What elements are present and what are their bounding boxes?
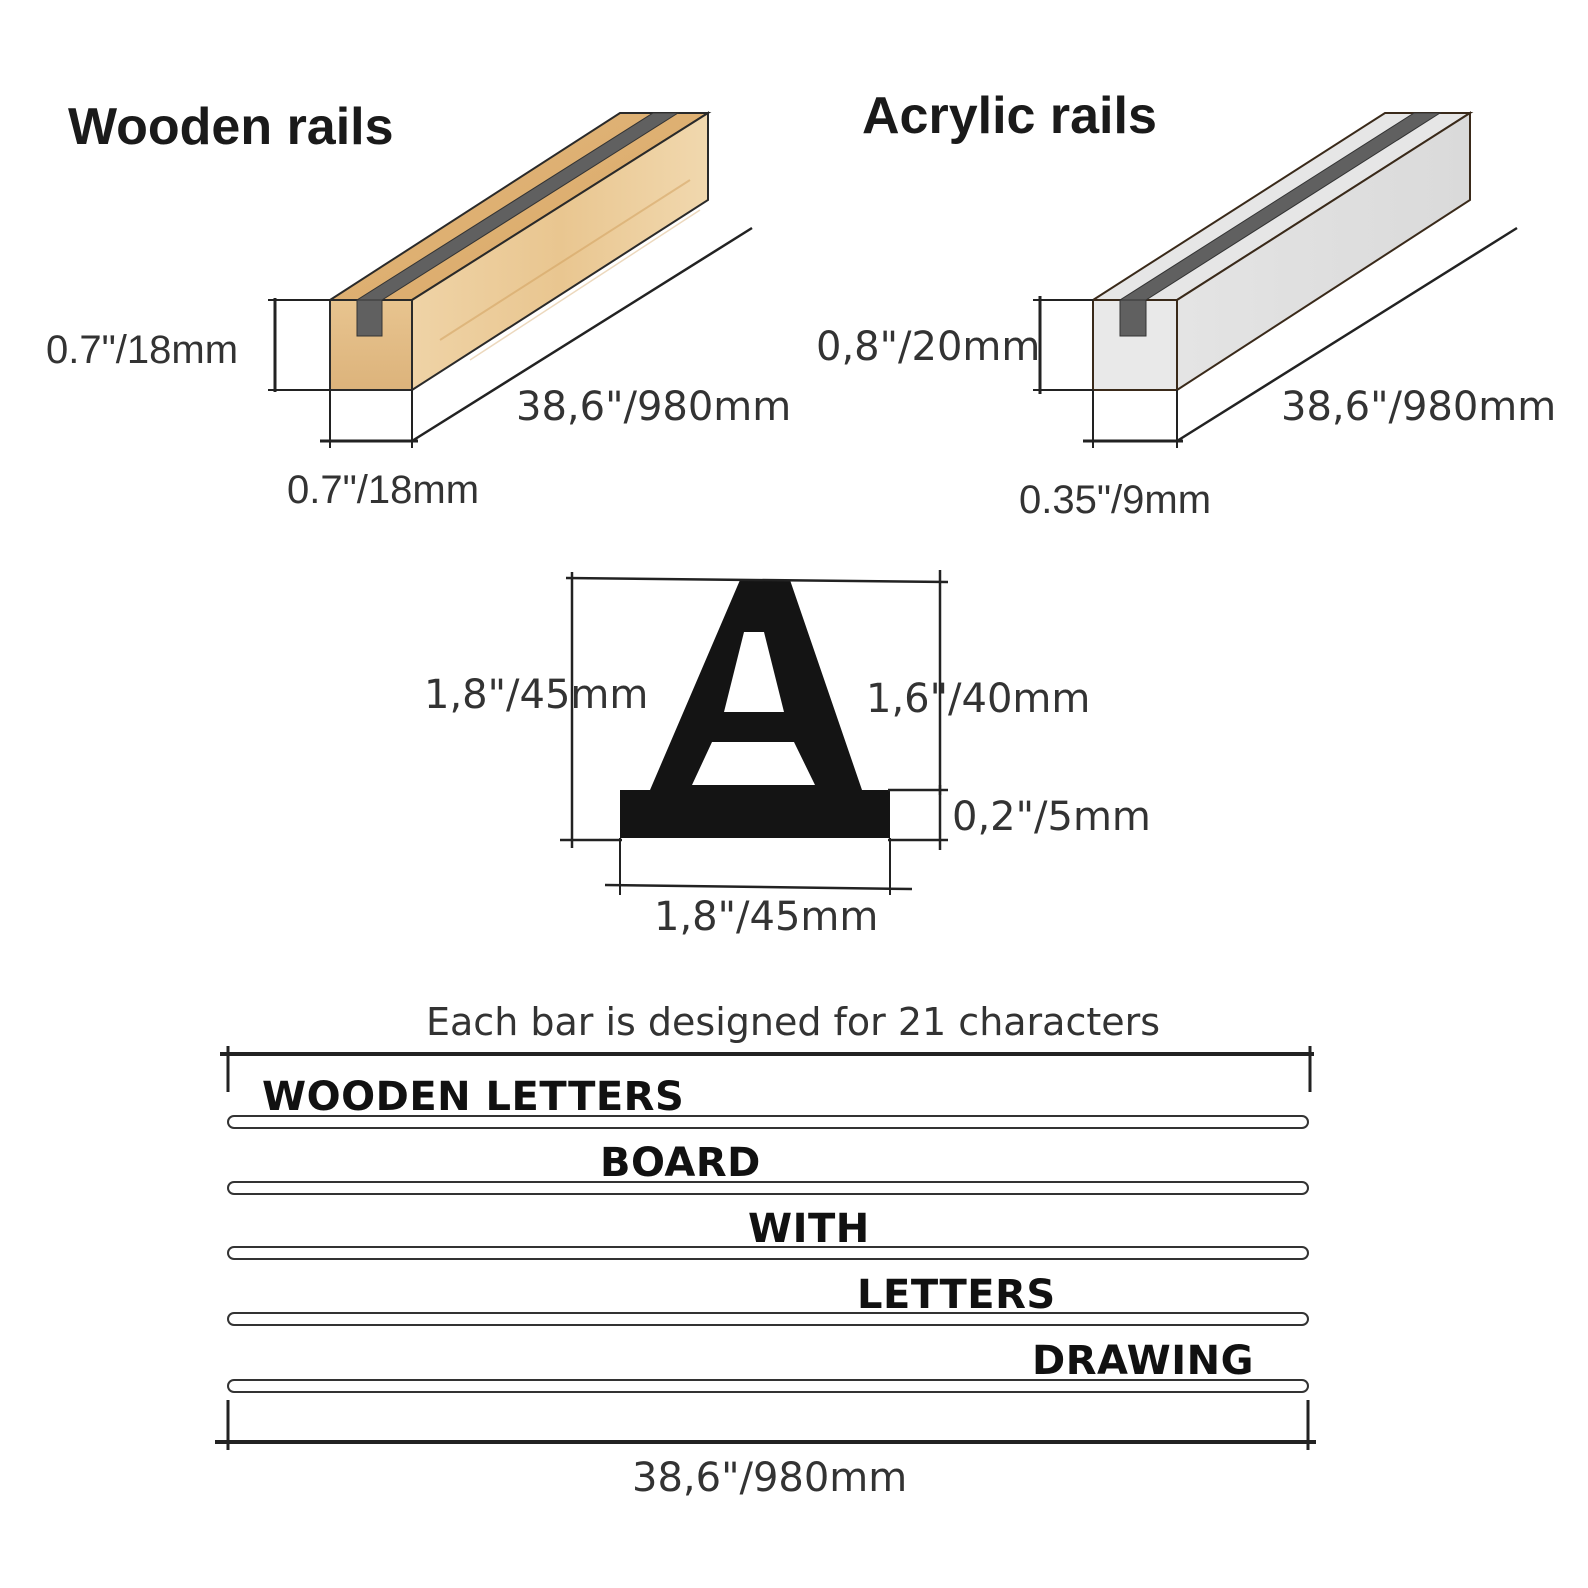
acrylic-rails-title: Acrylic rails xyxy=(862,87,1157,145)
acrylic-height-label: 0,8"/20mm xyxy=(816,324,1041,370)
bars-drawing xyxy=(215,1046,1316,1450)
bar-line-4: LETTERS xyxy=(857,1272,1056,1318)
letter-total-height-label: 1,8"/45mm xyxy=(424,672,649,718)
bars-caption: Each bar is designed for 21 characters xyxy=(426,1000,1161,1044)
bar-line-5: DRAWING xyxy=(1032,1338,1254,1384)
wooden-rails-title: Wooden rails xyxy=(68,98,394,156)
acrylic-length-label: 38,6"/980mm xyxy=(1281,384,1557,430)
wooden-width-label: 0.7"/18mm xyxy=(287,468,480,512)
letter-height-label: 1,6"/40mm xyxy=(866,676,1091,722)
letter-base-height-label: 0,2"/5mm xyxy=(952,794,1151,840)
bars-length-label: 38,6"/980mm xyxy=(632,1455,908,1501)
wooden-length-label: 38,6"/980mm xyxy=(516,384,792,430)
wooden-rail-drawing xyxy=(268,111,753,448)
letter-a-drawing xyxy=(560,570,949,895)
acrylic-width-label: 0.35"/9mm xyxy=(1019,478,1212,522)
letter-width-label: 1,8"/45mm xyxy=(654,894,879,940)
bar-line-2: BOARD xyxy=(600,1140,761,1186)
wooden-height-label: 0.7"/18mm xyxy=(46,328,239,372)
bar-line-1: WOODEN LETTERS xyxy=(262,1074,685,1120)
acrylic-rail-drawing xyxy=(1033,111,1518,448)
bar-line-3: WITH xyxy=(748,1206,870,1252)
